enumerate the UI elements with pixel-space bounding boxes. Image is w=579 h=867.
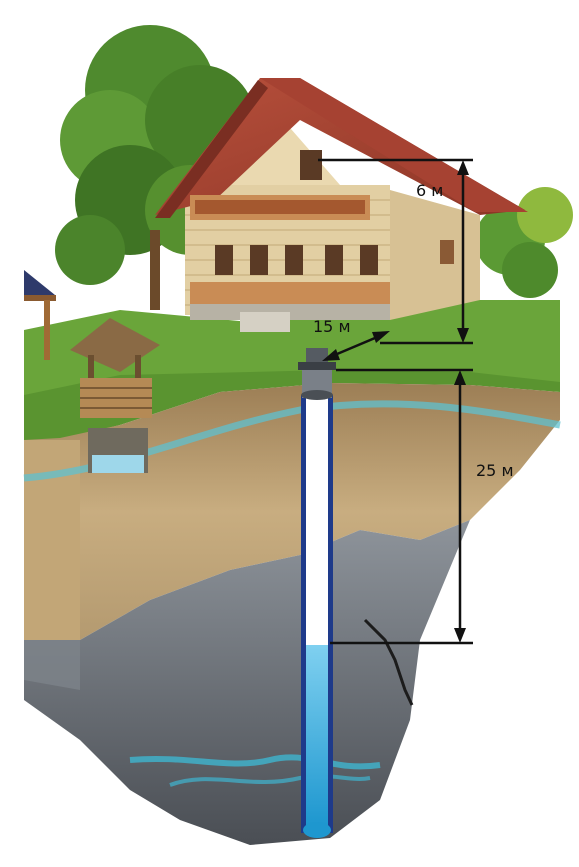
tree-icon [55, 25, 255, 310]
tree-icon [475, 187, 573, 298]
gazebo-icon [24, 270, 56, 360]
well-icon [70, 318, 160, 418]
well-distance-label: 15 м [313, 317, 351, 336]
house-icon [155, 78, 528, 332]
well-depth-label: 25 м [476, 461, 514, 480]
deep-aquifer [129, 754, 381, 770]
pump-head-icon [298, 348, 336, 400]
borehole-pipe-icon [301, 395, 333, 838]
dimension-annotations [318, 158, 473, 645]
roof-height-label: 6 м [416, 181, 443, 200]
